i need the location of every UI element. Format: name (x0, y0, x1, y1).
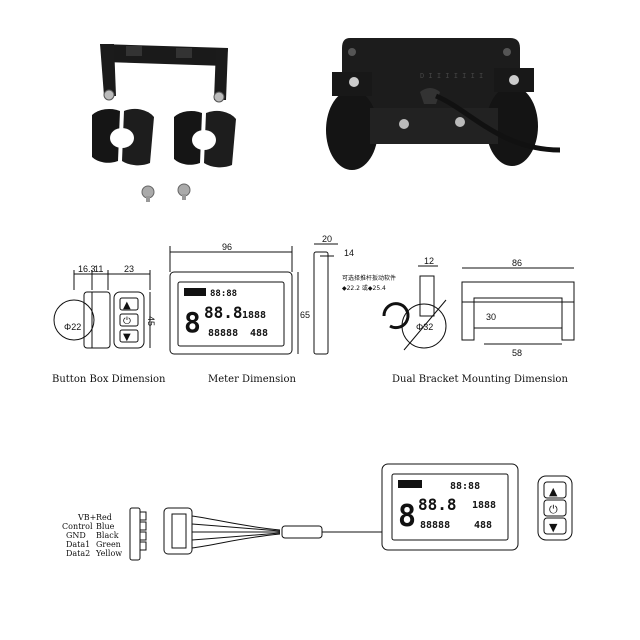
caption-meter: Meter Dimension (208, 374, 296, 385)
unit-power-icon: ⏻ (549, 503, 558, 516)
lcd-odo: 88888 (208, 328, 238, 339)
bracket-dimension-drawing (382, 265, 575, 351)
bracket-inner-label: 58 (512, 348, 522, 358)
meter-depth2-label: 14 (344, 248, 354, 258)
disp-speed: 88.8 (418, 495, 457, 514)
wire-bundle (191, 515, 382, 549)
lcd-speed: 88.8 (204, 303, 243, 322)
disp-odo: 88888 (420, 520, 450, 531)
pin-list: VB+ Red Control Blue GND Black Data1 Gre… (62, 513, 122, 558)
pin-0-name: VB+ (77, 513, 96, 522)
up-icon: ▲ (123, 300, 131, 311)
unit-down-icon: ▼ (549, 521, 558, 534)
pin-1-color: Blue (96, 522, 115, 531)
pin-3-color: Green (96, 540, 121, 549)
pin-4-name: Data2 (66, 549, 90, 558)
bracket-wtop-label: 12 (424, 256, 434, 266)
note-line1: 可选择推杆扳动软件 (342, 274, 396, 282)
meter-width-label: 96 (222, 242, 232, 252)
disp-big-digit: 8 (398, 499, 416, 534)
pin-4-color: Yellow (95, 549, 122, 558)
pin-2-color: Black (96, 531, 119, 540)
button-box-unit: ▲ ⏻ ▼ (537, 475, 573, 541)
caption-button-box: Button Box Dimension (52, 374, 166, 385)
bracket-parts-photo (92, 44, 236, 202)
bb-dia-label: Φ22 (64, 322, 81, 332)
pin-2-name: GND (66, 531, 86, 540)
svg-text:D I I I I I I I: D I I I I I I I (420, 72, 483, 80)
power-icon: ⏻ (123, 316, 131, 327)
disp-right-top: 1888 (472, 500, 496, 511)
pin-1-name: Control (62, 522, 93, 531)
pin-0-color: Red (96, 513, 112, 522)
meter-lcd-small: 88:88 8 88.8 1888 88888 488 (184, 288, 268, 339)
bracket-height-label: 30 (486, 312, 496, 322)
bb-h-label: 45 (146, 316, 156, 326)
meter-height-label: 65 (300, 310, 310, 320)
display-unit: 88:88 8 88.8 1888 88888 488 (381, 463, 519, 551)
unit-up-icon: ▲ (549, 485, 558, 498)
bb-w3-label: 23 (124, 264, 134, 274)
disp-time: 88:88 (450, 481, 480, 492)
pin-3-name: Data1 (66, 540, 90, 549)
connector (129, 507, 193, 561)
button-box-dimension-drawing (53, 270, 151, 349)
bracket-width-label: 86 (512, 258, 522, 268)
lcd-time: 88:88 (210, 289, 237, 299)
mounted-display-photo: D I I I I I I I (326, 38, 561, 170)
lcd-right-top: 1888 (242, 310, 266, 321)
caption-bracket: Dual Bracket Mounting Dimension (392, 374, 568, 385)
bracket-dia-label: Φ32 (416, 322, 433, 332)
bb-w1-label: 16.3 (78, 264, 96, 274)
bb-buttons: ▲ ⏻ ▼ (123, 300, 131, 343)
note-line2: ◆22.2 或◆25.4 (342, 284, 386, 292)
disp-right-bottom: 488 (474, 520, 492, 531)
down-icon: ▼ (123, 332, 131, 343)
lcd-right-bottom: 488 (250, 328, 268, 339)
meter-dimension-drawing (169, 243, 338, 355)
bb-w2-label: 11 (94, 264, 103, 274)
wiring-diagram: VB+ Red Control Blue GND Black Data1 Gre… (62, 463, 573, 561)
meter-depth-label: 20 (322, 234, 332, 244)
lcd-big-digit: 8 (184, 306, 201, 339)
